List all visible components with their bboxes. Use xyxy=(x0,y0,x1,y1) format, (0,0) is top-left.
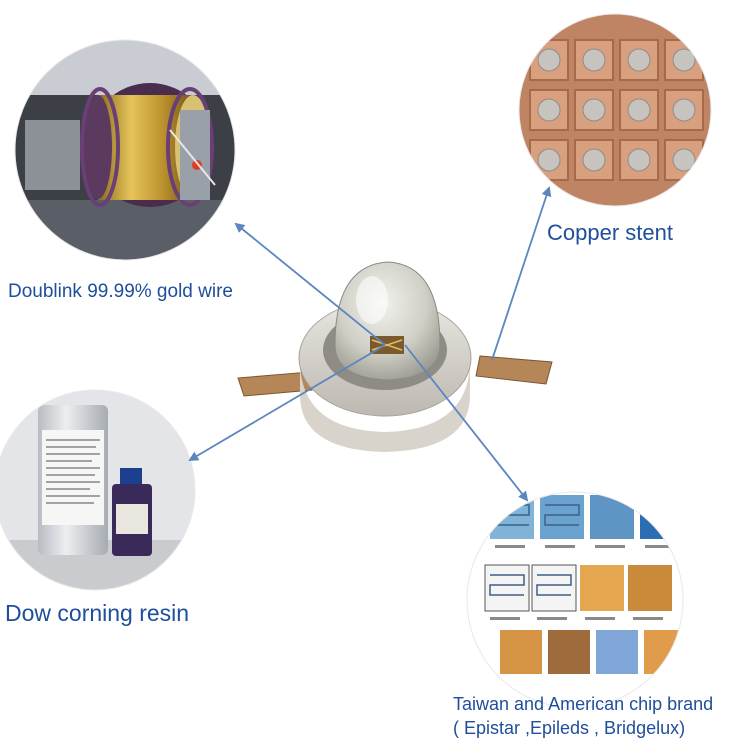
arrow-to-gold-wire xyxy=(234,222,386,346)
copper-stent-photo xyxy=(519,14,711,206)
callout-arrows xyxy=(188,186,552,502)
chip-brands-list-label: ( Epistar ,Epileds , Bridgelux) xyxy=(453,718,686,738)
copper-stent-label: Copper stent xyxy=(547,220,673,245)
arrow-to-chip xyxy=(404,344,529,502)
gold-wire-label: Doublink 99.99% gold wire xyxy=(8,281,233,302)
chip-photo xyxy=(467,492,683,708)
led-component xyxy=(237,261,553,452)
resin-label: Dow corning resin xyxy=(5,600,190,626)
gold-wire-photo xyxy=(15,40,235,260)
arrow-to-resin xyxy=(188,344,386,462)
arrow-to-copper-stent xyxy=(491,186,552,361)
resin-photo xyxy=(0,390,195,590)
chip-brand-label: Taiwan and American chip brand xyxy=(453,694,714,714)
